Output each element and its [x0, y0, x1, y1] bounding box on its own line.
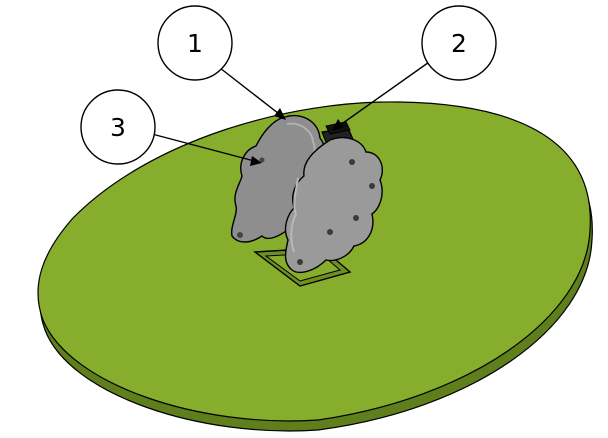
callout-2-label: 2 — [451, 29, 467, 58]
callout-2: 2 — [421, 5, 497, 81]
leader-line-2 — [335, 59, 433, 129]
arrowhead-2 — [332, 119, 344, 131]
leader-line-1 — [219, 67, 284, 118]
callout-3-label: 3 — [110, 113, 126, 142]
callout-3: 3 — [80, 89, 156, 165]
arrowhead-3 — [250, 156, 262, 166]
callout-1: 1 — [157, 5, 233, 81]
callout-1-label: 1 — [187, 29, 203, 58]
leader-line-3 — [151, 133, 259, 163]
front-side-panel — [284, 136, 384, 274]
arrowhead-1 — [274, 108, 286, 120]
leader-lines — [151, 59, 433, 166]
